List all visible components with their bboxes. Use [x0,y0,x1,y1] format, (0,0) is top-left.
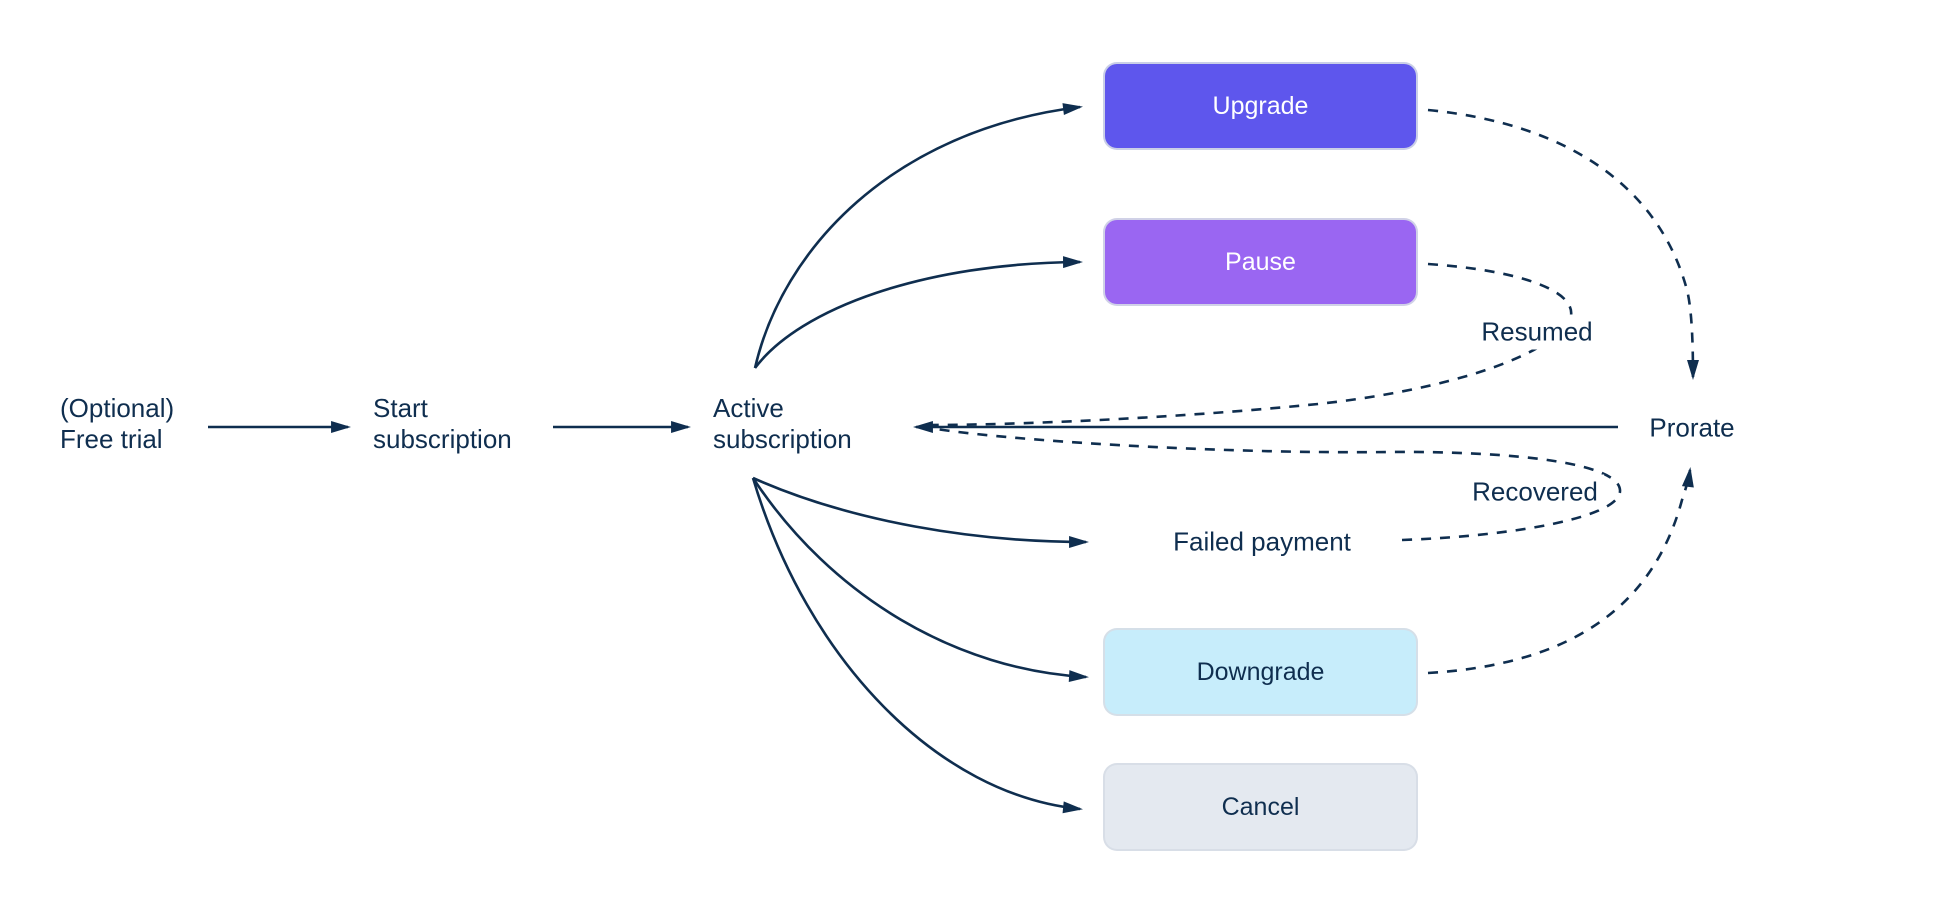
pause-button[interactable]: Pause [1103,218,1418,306]
edge-active-to-failed-payment [752,476,1089,548]
edge-label-recovered: Recovered [1466,474,1604,510]
edge-active-to-upgrade [753,103,1083,369]
edge-active-to-pause [753,256,1083,369]
node-prorate: Prorate [1643,410,1741,446]
edge-pause-resumed-to-active [929,262,1573,427]
edge-label-resumed: Resumed [1475,314,1599,350]
node-active-subscription: Active subscription [713,393,852,454]
node-start-subscription: Start subscription [373,393,512,454]
node-failed-payment: Failed payment [1167,524,1357,560]
node-free-trial: (Optional) Free trial [60,393,175,454]
edge-downgrade-to-prorate [1427,467,1694,675]
cancel-button[interactable]: Cancel [1103,763,1418,851]
edge-upgrade-to-prorate [1427,108,1699,380]
edge-active-to-cancel [751,477,1083,814]
edge-failed-recovered-to-active [929,426,1622,542]
upgrade-button[interactable]: Upgrade [1103,62,1418,150]
edge-active-to-downgrade [751,477,1089,683]
downgrade-button[interactable]: Downgrade [1103,628,1418,716]
